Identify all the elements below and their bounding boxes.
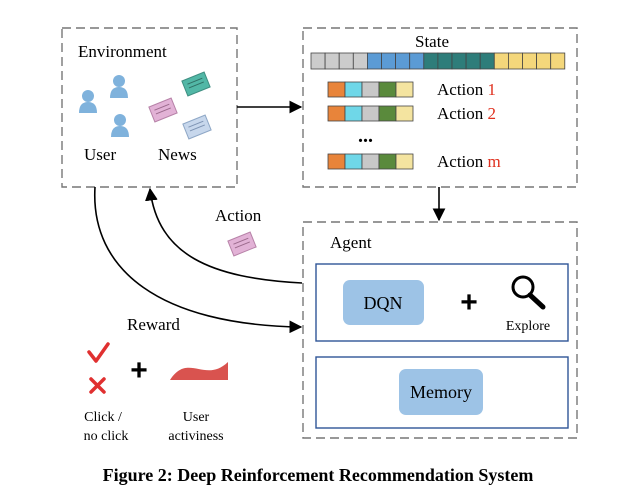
state-cell (451, 52, 467, 70)
state-cell (536, 52, 552, 70)
reward-arrow (94, 186, 303, 334)
environment-box: Environment User News (61, 27, 238, 188)
check-icon (87, 342, 110, 363)
state-cell (324, 52, 340, 70)
state-cell (522, 52, 538, 70)
environment-title: Environment (78, 42, 167, 61)
action-cell (344, 81, 363, 98)
activiness-wave-icon (170, 362, 228, 380)
state-cell (338, 52, 354, 70)
action-arrow (145, 187, 303, 284)
dqn-panel (315, 263, 569, 342)
state-cell (423, 52, 439, 70)
action-label-prefix: Action (437, 80, 488, 99)
action-row: Action 2 (327, 104, 496, 123)
action-label-index: m (488, 152, 501, 171)
state-cell (409, 52, 425, 70)
reward-arrow-label: Reward (127, 315, 180, 334)
agent-plus: + (460, 286, 478, 319)
state-cell (465, 52, 481, 70)
user-icon (110, 75, 128, 98)
action-cell (361, 153, 380, 170)
dqn-label: DQN (364, 293, 403, 313)
action-cell (327, 105, 346, 122)
state-cell (550, 52, 566, 70)
state-title: State (415, 32, 449, 51)
action-cell (378, 153, 397, 170)
action-cell (395, 153, 414, 170)
memory-panel (315, 356, 569, 429)
state-cell (395, 52, 411, 70)
state-vector (310, 52, 566, 70)
click-label-line1: Click / (84, 410, 122, 425)
news-icon (181, 71, 211, 97)
action-label-prefix: Action (437, 152, 488, 171)
state-cell (437, 52, 453, 70)
action-cell (378, 105, 397, 122)
cross-icon (89, 377, 106, 394)
state-cell (479, 52, 495, 70)
state-cell (493, 52, 509, 70)
state-cell (507, 52, 523, 70)
action-label: Action m (437, 152, 501, 171)
user-icon (111, 114, 129, 137)
news-icon (182, 114, 212, 140)
explore-label: Explore (506, 319, 550, 334)
action-row: Action 1 (327, 80, 496, 99)
reward-plus: + (130, 354, 148, 387)
action-row: Action m (327, 152, 501, 171)
action-cell (361, 105, 380, 122)
action-cell (344, 105, 363, 122)
dqn-pill (343, 280, 424, 325)
activiness-label-line1: User (183, 410, 210, 425)
news-label: News (158, 145, 197, 164)
agent-box: Agent DQN + Explore Memory (302, 221, 578, 439)
action-label: Action 2 (437, 104, 496, 123)
user-label: User (84, 145, 116, 164)
memory-pill (399, 369, 483, 415)
action-label-index: 1 (488, 80, 497, 99)
state-cell (352, 52, 368, 70)
action-label-index: 2 (488, 104, 497, 123)
action-cell (327, 153, 346, 170)
news-icon (148, 97, 178, 123)
state-cell (381, 52, 397, 70)
action-cell (378, 81, 397, 98)
ellipsis: ... (358, 125, 373, 147)
action-label-prefix: Action (437, 104, 488, 123)
agent-title: Agent (330, 233, 372, 252)
user-icon (79, 90, 97, 113)
reward-legend: + Click / no click User activiness (84, 342, 228, 444)
action-cell (395, 81, 414, 98)
action-cell (361, 81, 380, 98)
state-cell (310, 52, 326, 70)
memory-label: Memory (410, 382, 472, 402)
state-cell (366, 52, 382, 70)
action-label: Action 1 (437, 80, 496, 99)
action-cell (395, 105, 414, 122)
click-label-line2: no click (84, 429, 129, 444)
activiness-label-line2: activiness (168, 429, 223, 444)
action-cell (344, 153, 363, 170)
figure-caption: Figure 2: Deep Reinforcement Recommendat… (103, 465, 534, 485)
action-cell (327, 81, 346, 98)
action-arrow-label: Action (215, 206, 262, 225)
magnifier-icon (511, 275, 546, 310)
news-icon (227, 231, 257, 257)
